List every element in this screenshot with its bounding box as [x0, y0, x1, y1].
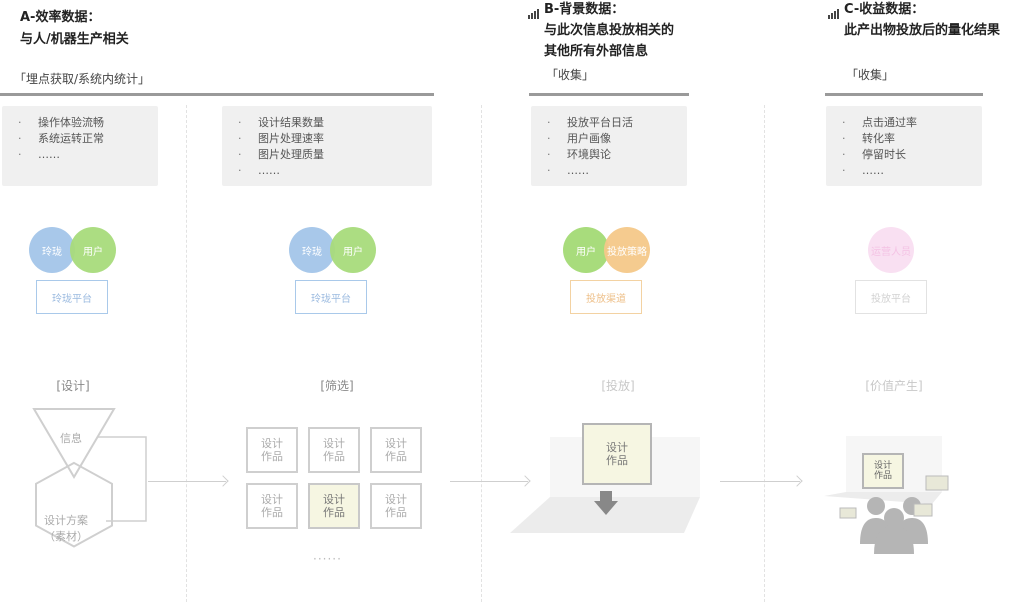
platform-box: 投放渠道	[570, 280, 642, 314]
design-work-card-published: 设计作品	[862, 453, 904, 489]
col-a-rule	[0, 93, 434, 96]
role-circle-linglong: 玲珑	[289, 227, 335, 273]
col-a-subtitle: 与人/机器生产相关	[20, 32, 129, 47]
flow-arrow	[450, 481, 528, 482]
list-item: 系统运转正常	[16, 131, 158, 147]
col-c-rule	[825, 93, 983, 96]
column-separator	[764, 105, 765, 602]
col-c-title: C-收益数据：	[844, 2, 925, 17]
column-separator	[186, 105, 187, 602]
value-audience-graphic	[824, 436, 949, 554]
scheme-label: 设计方案	[44, 514, 88, 527]
role-circle-user: 用户	[563, 227, 609, 273]
design-work-card: 设计作品	[246, 427, 298, 473]
platform-box: 玲珑平台	[295, 280, 367, 314]
design-work-card: 设计作品	[308, 427, 360, 473]
role-circle-operator: 运营人员	[868, 227, 914, 273]
scheme-sublabel: （素材）	[44, 530, 88, 543]
list-item: 设计结果数量	[236, 115, 432, 131]
col-b-source: 「收集」	[546, 68, 595, 82]
stage-label-value: [价值产生]	[865, 379, 923, 393]
col-c-source: 「收集」	[846, 68, 895, 82]
role-circle-strategy: 投放策略	[604, 227, 650, 273]
stage-label-design: [设计]	[56, 379, 90, 393]
design-work-card: 设计作品	[246, 483, 298, 529]
stage-label-filter: [筛选]	[320, 379, 354, 393]
col-a-source: 「埋点获取/系统内统计」	[14, 72, 151, 86]
role-circle-user: 用户	[70, 227, 116, 273]
list-item: ……	[16, 147, 158, 163]
money-icon	[839, 475, 949, 519]
list-item: ……	[545, 163, 687, 179]
list-item: 点击通过率	[840, 115, 982, 131]
list-item: 转化率	[840, 131, 982, 147]
col-a-title: A-效率数据：	[20, 10, 101, 25]
chart-icon	[828, 4, 840, 23]
info-label: 信息	[60, 432, 82, 445]
list-item: 环境舆论	[545, 147, 687, 163]
role-circle-linglong: 玲珑	[29, 227, 75, 273]
flow-arrow	[720, 481, 800, 482]
hexagon-shape	[35, 461, 113, 548]
flow-arrow	[148, 481, 226, 482]
design-work-card-delivered: 设计作品	[582, 423, 652, 485]
design-work-card: 设计作品	[370, 427, 422, 473]
chart-icon	[528, 4, 540, 23]
platform-box: 投放平台	[855, 280, 927, 314]
list-item: 图片处理质量	[236, 147, 432, 163]
list-item: 图片处理速率	[236, 131, 432, 147]
triangle-shape	[32, 408, 116, 479]
list-item: 投放平台日活	[545, 115, 687, 131]
platform-box: 玲珑平台	[36, 280, 108, 314]
list-item: ……	[236, 163, 432, 179]
col-c-subtitle: 此产出物投放后的量化结果	[844, 23, 1001, 38]
role-circle-user: 用户	[330, 227, 376, 273]
col-a-panel: 操作体验流畅 系统运转正常 ……	[2, 106, 158, 186]
col-b-rule	[529, 93, 689, 96]
col-b-title: B-背景数据：	[544, 2, 625, 17]
design-work-card: 设计作品	[370, 483, 422, 529]
col-b-subtitle-1: 与此次信息投放相关的	[544, 23, 675, 38]
col-c-panel: 点击通过率 转化率 停留时长 ……	[826, 106, 982, 186]
list-item: 用户画像	[545, 131, 687, 147]
down-arrow-icon	[594, 501, 618, 515]
col-b-panel: 投放平台日活 用户画像 环境舆论 ……	[531, 106, 687, 186]
column-separator	[481, 105, 482, 602]
col-a2-panel: 设计结果数量 图片处理速率 图片处理质量 ……	[222, 106, 432, 186]
col-b-subtitle-2: 其他所有外部信息	[544, 44, 649, 59]
more-ellipsis: ······	[313, 552, 342, 566]
list-item: 停留时长	[840, 147, 982, 163]
list-item: ……	[840, 163, 982, 179]
design-work-card-selected: 设计作品	[308, 483, 360, 529]
list-item: 操作体验流畅	[16, 115, 158, 131]
design-flow-graphic	[32, 408, 147, 548]
audience-people-icon	[860, 497, 928, 554]
stage-label-deliver: [投放]	[601, 379, 635, 393]
